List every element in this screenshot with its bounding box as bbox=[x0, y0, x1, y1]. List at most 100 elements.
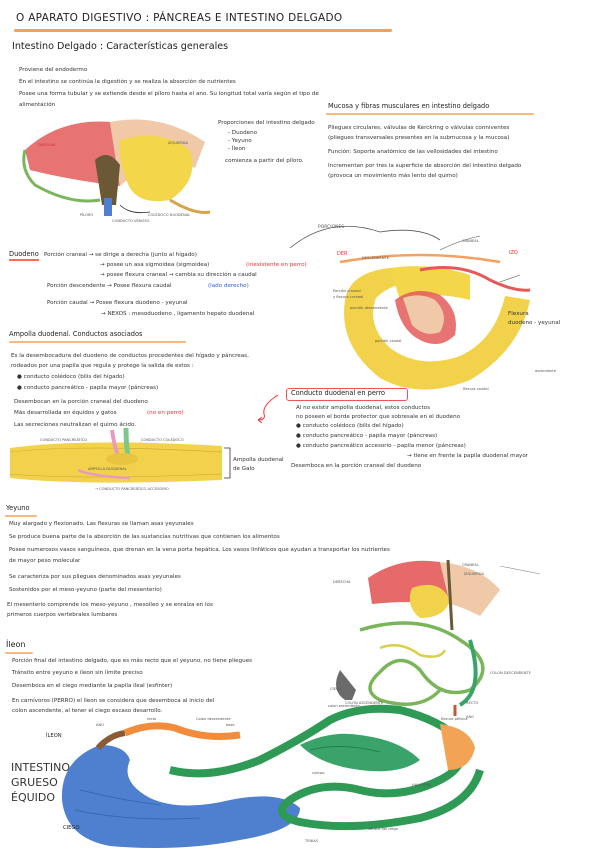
portion-item: - Yeyuno bbox=[228, 138, 252, 144]
text-line: rodeados por una papila que regula y pro… bbox=[11, 363, 194, 369]
text-line: Porción final del intestino delgado, que… bbox=[12, 658, 253, 664]
text-line: Desemboca en la porción craneal del duod… bbox=[291, 463, 422, 469]
portion-item: - Íleon bbox=[228, 146, 246, 152]
fig-label: DERECHA bbox=[333, 580, 351, 584]
portion-item: - Duodeno bbox=[228, 130, 258, 136]
text-line: de mayor peso molecular bbox=[9, 558, 81, 564]
text-line: Incrementan por tres la superficie de ab… bbox=[328, 163, 522, 169]
text-line: Proviene del endodermo bbox=[19, 67, 88, 73]
fig-label: IZQUIERDA bbox=[168, 141, 188, 145]
text-line: Porción caudal → Posee flexura duodeno -… bbox=[47, 300, 188, 306]
text-line: En el intestino se continúa la digestión… bbox=[19, 79, 236, 85]
heading-underline bbox=[5, 515, 37, 517]
text-line: Se produce buena parte de la absorción d… bbox=[9, 534, 280, 540]
text-line: Más desarrollada en équidos y gatos bbox=[14, 410, 117, 416]
section-heading-ampolla: Ampolla duodenal. Conductos asociados bbox=[9, 330, 143, 338]
fig-label: flexura pélvica bbox=[441, 717, 468, 721]
fig-label: CRANEAL bbox=[462, 239, 479, 243]
text-line: Muy alargado y flexionado. Las flexuras … bbox=[9, 521, 194, 527]
fig-label: duodeno - yeyunal bbox=[508, 320, 561, 326]
text-line: Se caracteriza por sus pliegues denomina… bbox=[9, 574, 181, 580]
fig-label: CONDUCTO VENOSO bbox=[112, 219, 150, 223]
text-line: Porción craneal → se dirige a derecha (j… bbox=[44, 252, 197, 258]
section-heading-yeyuno: Yeyuno bbox=[6, 504, 30, 512]
text-line: Desemboca en el ciego mediante la papila… bbox=[12, 683, 173, 689]
fig-label: Porción craneal bbox=[333, 289, 361, 293]
text-line: Pliegues circulares, válvulas de Kerckri… bbox=[328, 125, 510, 131]
grueso-title: GRUESO bbox=[11, 776, 58, 789]
fig-label: recto bbox=[147, 717, 157, 721]
fig-label: IZQUIERDA bbox=[464, 572, 484, 576]
text-line: Posee numerosos vasos sanguíneos, que dr… bbox=[9, 547, 390, 553]
portions-note: comienza a partir del píloro. bbox=[225, 158, 304, 164]
fig-label: IZQ bbox=[509, 250, 518, 256]
grueso-title: INTESTINO bbox=[11, 761, 70, 774]
fig-label: cuerpo bbox=[312, 771, 325, 775]
text-line: → tiene en frente la papila duodenal may… bbox=[407, 453, 529, 459]
text-line: no poseen el borde protector que sobresa… bbox=[296, 414, 461, 420]
text-line: Desembocan en la porción craneal del duo… bbox=[14, 399, 148, 405]
text-line: El mesenterio comprende los meso-yeyuno … bbox=[7, 602, 213, 608]
text-line: Posee una forma tubular y se extiende de… bbox=[19, 91, 319, 97]
fig-label: PORCIONES bbox=[318, 225, 345, 230]
heading-underline bbox=[326, 113, 534, 115]
fig-label: Colon descendente bbox=[196, 717, 231, 721]
fig-label: Flexura bbox=[508, 311, 529, 317]
heading-underline bbox=[9, 341, 186, 343]
fig-label: → CONDUCTO PANCREÁTICO ACCESORIO bbox=[95, 487, 169, 491]
text-line: Sostenidos por el meso-yeyuno (parte del… bbox=[9, 587, 162, 593]
text-line: alimentación bbox=[19, 102, 56, 108]
text-line: → NEXOS : mesoduodeno , ligamento hepato… bbox=[101, 311, 255, 317]
fig-label: RECTO bbox=[466, 701, 479, 705]
fig-label: DER bbox=[337, 251, 348, 257]
fig-label: vértice del ciego bbox=[368, 827, 398, 831]
section-heading-mucosa: Mucosa y fibras musculares en intestino … bbox=[328, 102, 490, 110]
fig-label: colon ascendente bbox=[328, 704, 360, 708]
section-heading-ileon: Íleon bbox=[6, 640, 26, 649]
fig-label: CRANEAL bbox=[462, 563, 479, 567]
heading-underline bbox=[5, 652, 33, 654]
text-line: primeros cuerpos vertebrales lumbares bbox=[7, 612, 118, 618]
section-heading-general: Intestino Delgado : Características gene… bbox=[12, 41, 229, 52]
fig-label: CONDUCTO COLÉDOCO bbox=[141, 438, 184, 442]
text-line: Porción descendente → Posee flexura caud… bbox=[47, 283, 172, 289]
fig-label: ascendente bbox=[535, 369, 556, 373]
text-line-red: (no en perro) bbox=[147, 410, 184, 416]
fig-label: CONDUCTO PANCREÁTICO bbox=[40, 438, 88, 442]
fig-label: DERECHA bbox=[38, 143, 56, 147]
fig-label: Ampolla duodenal bbox=[233, 457, 284, 463]
fig-label: flexura caudal bbox=[463, 387, 489, 391]
fig-label: PÍLORO bbox=[80, 213, 94, 217]
text-line-blue: (lado derecho) bbox=[208, 283, 249, 289]
fig-label: COLON DESCENDENTE bbox=[490, 671, 531, 675]
text-line: ● conducto pancreático - papila mayor (p… bbox=[296, 433, 438, 439]
fig-label: AMPOLLA DUODENAL bbox=[88, 467, 127, 471]
fig-label: base bbox=[226, 723, 235, 727]
fig-label: CIEGO bbox=[63, 825, 80, 831]
fig-label: HAUSTRAS bbox=[412, 783, 432, 787]
text-line: colon ascendente, al tener el ciego esca… bbox=[12, 708, 163, 714]
text-line: En carnívoros (PERRO) el íleon se consid… bbox=[12, 698, 215, 704]
fig-label: ANO bbox=[96, 723, 104, 727]
text-line: ● conducto pancreático accesorio - papil… bbox=[296, 443, 466, 449]
grueso-title: ÉQUIDO bbox=[11, 791, 56, 804]
text-line: ● conducto colédoco (bilis del hígado) bbox=[17, 374, 125, 380]
text-line: Es la desembocadura del duodeno de condu… bbox=[11, 353, 249, 359]
text-line: → posee flexura craneal → cambia su dire… bbox=[100, 272, 257, 278]
section-heading-perro: Conducto duodenal en perro bbox=[291, 389, 386, 397]
fig-label: DESCENDENTE bbox=[362, 256, 389, 260]
fig-label: y flexura craneal bbox=[333, 295, 364, 299]
text-line: Tránsito entre yeyuno e íleon sin límite… bbox=[12, 670, 143, 676]
text-line-red: (inexistente en perro) bbox=[246, 262, 307, 268]
fig-label: porción caudal bbox=[375, 339, 402, 343]
text-line: → posee un asa sigmoidea (sigmoidea) bbox=[100, 262, 210, 268]
fig-label: ÍLEON bbox=[46, 733, 62, 739]
text-line: Al no existir ampolla duodenal, estos co… bbox=[296, 405, 431, 411]
text-line: ● conducto pancreático - papila mayor (p… bbox=[17, 385, 159, 391]
fig-label: porción descendente bbox=[350, 306, 388, 310]
text-line: Las secreciones neutralizan el quimo áci… bbox=[14, 422, 137, 428]
text-line: (provoca un movimiento más lento del qui… bbox=[328, 173, 458, 179]
fig-label: TENIAS bbox=[305, 839, 318, 843]
duodeno-label: Duodeno bbox=[9, 250, 39, 258]
portions-title: Proporciones del intestino delgado bbox=[218, 120, 315, 126]
